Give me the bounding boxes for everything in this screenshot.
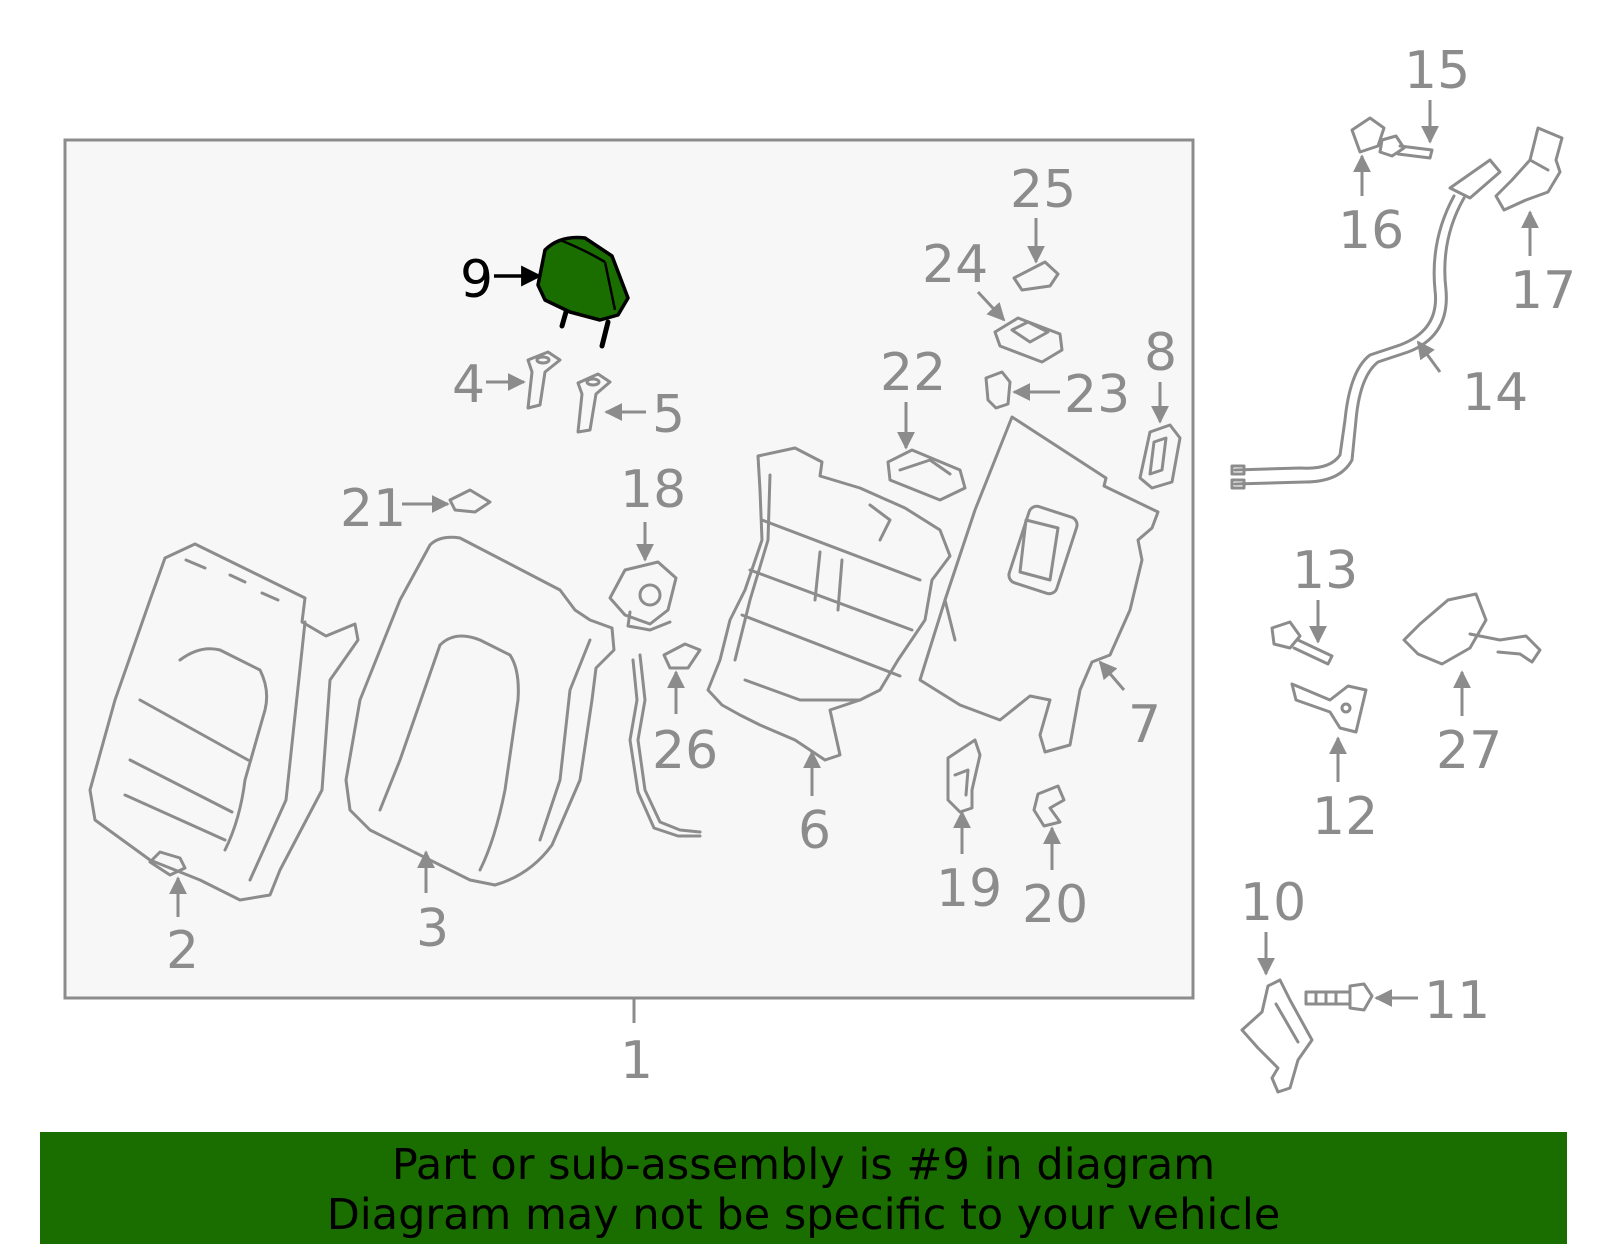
callout-23: 23: [1064, 365, 1130, 425]
callout-21: 21: [340, 479, 406, 539]
banner-line-1: Part or sub-assembly is #9 in diagram: [391, 1140, 1216, 1190]
callout-11: 11: [1424, 971, 1490, 1031]
callout-14: 14: [1462, 363, 1528, 423]
part-4-headrest-guide: [526, 350, 562, 410]
callout-24: 24: [922, 235, 988, 295]
callout-8: 8: [1144, 323, 1177, 383]
callout-20: 20: [1022, 875, 1088, 935]
part-21-clip: [448, 488, 492, 514]
part-15-bolt: [1378, 134, 1434, 160]
part-8-plug: [1138, 423, 1182, 490]
callout-12: 12: [1312, 787, 1378, 847]
part-26-cable: [628, 642, 702, 838]
part-16-cap: [1350, 116, 1386, 154]
callout-27: 27: [1436, 721, 1502, 781]
callout-15: 15: [1404, 41, 1470, 101]
info-banner-bg: [40, 1132, 1567, 1244]
callout-5: 5: [652, 385, 685, 445]
callout-26: 26: [652, 721, 718, 781]
part-11-bolt: [1304, 982, 1374, 1012]
part-27-latch: [1402, 592, 1542, 666]
headrest-body: [536, 235, 630, 322]
part-20-clip: [1032, 784, 1066, 828]
leader-24: [976, 290, 1006, 322]
part-22-bracket: [886, 448, 967, 502]
callout-9: 9: [460, 250, 493, 310]
part-17-bracket: [1494, 126, 1564, 212]
part-5-headrest-guide: [576, 372, 612, 434]
callout-1: 1: [620, 1031, 653, 1091]
part-3-seat-back-pad: [344, 535, 616, 887]
part-9-headrest: [536, 235, 630, 349]
leader-7: [1098, 660, 1126, 691]
part-10-bracket: [1240, 978, 1314, 1094]
banner-line-2: Diagram may not be specific to your vehi…: [326, 1190, 1281, 1240]
part-25-button: [1012, 260, 1060, 292]
part-13-bolt: [1270, 620, 1334, 666]
part-19-cover: [946, 738, 982, 814]
callout-25: 25: [1010, 160, 1076, 220]
part-7-back-panel: [918, 415, 1160, 754]
callout-16: 16: [1338, 201, 1404, 261]
info-banner: Part or sub-assembly is #9 in diagram Di…: [40, 1132, 1567, 1244]
callout-13: 13: [1292, 541, 1358, 601]
leader-14: [1416, 340, 1442, 373]
callout-19: 19: [936, 859, 1002, 919]
part-2-seat-back-cover: [88, 542, 360, 902]
part-23-clip: [984, 370, 1012, 410]
callout-2: 2: [166, 921, 199, 981]
callout-10: 10: [1240, 873, 1306, 933]
callout-18: 18: [620, 460, 686, 520]
callout-17: 17: [1510, 261, 1576, 321]
part-6-seat-back-frame: [706, 446, 952, 762]
part-12-bracket: [1290, 682, 1368, 734]
part-14-cable-harness: [1230, 158, 1502, 490]
callout-6: 6: [798, 801, 831, 861]
part-18-latch-cover: [608, 560, 678, 632]
callout-3: 3: [416, 899, 449, 959]
callout-22: 22: [880, 343, 946, 403]
part-24-bezel: [993, 316, 1064, 364]
callout-7: 7: [1128, 695, 1161, 755]
callout-4: 4: [452, 355, 485, 415]
